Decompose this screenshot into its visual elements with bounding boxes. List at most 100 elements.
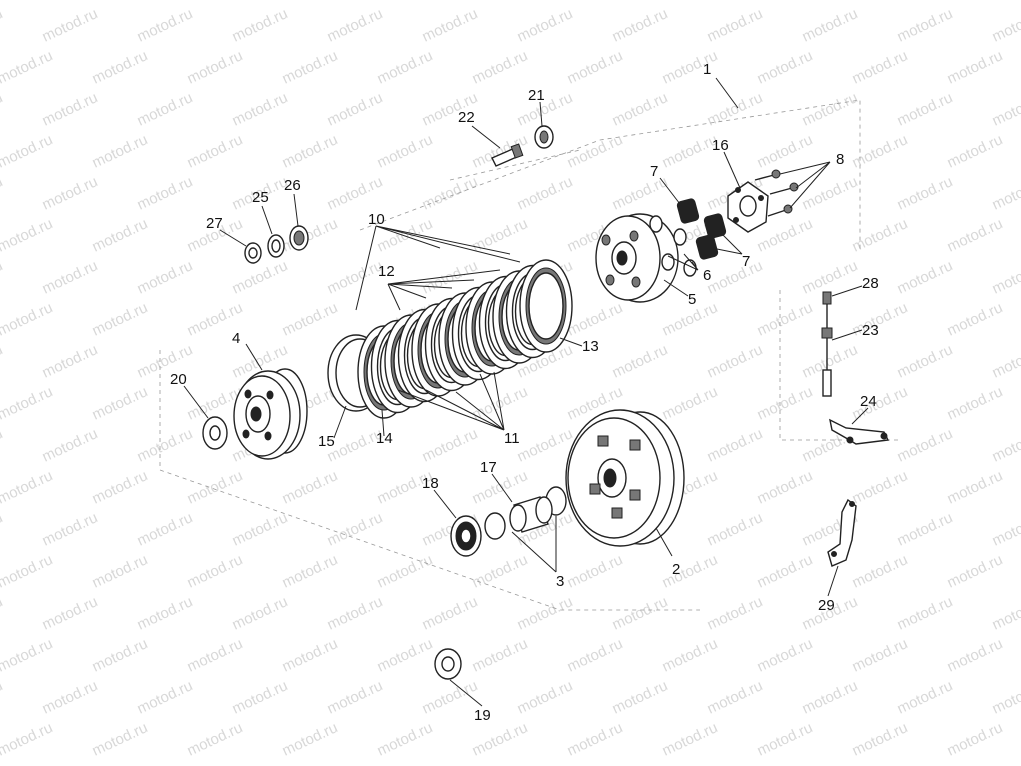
part-27-washer[interactable] bbox=[244, 242, 262, 264]
watermark-text: motod.ru bbox=[945, 131, 1006, 171]
callout-23: 23 bbox=[862, 322, 879, 339]
watermark-text: motod.ru bbox=[325, 173, 386, 213]
watermark-text: motod.ru bbox=[0, 719, 55, 759]
watermark-text: motod.ru bbox=[990, 509, 1021, 549]
watermark-text: motod.ru bbox=[800, 677, 861, 717]
part-18-needle-bearing[interactable] bbox=[450, 515, 482, 557]
watermark-text: motod.ru bbox=[135, 677, 196, 717]
clutch-plate-stack[interactable] bbox=[357, 259, 573, 419]
watermark-text: motod.ru bbox=[565, 551, 626, 591]
watermark-text: motod.ru bbox=[895, 425, 956, 465]
watermark-text: motod.ru bbox=[420, 593, 481, 633]
callout-26: 26 bbox=[284, 177, 301, 194]
watermark-text: motod.ru bbox=[705, 509, 766, 549]
watermark-text: motod.ru bbox=[610, 677, 671, 717]
watermark-text: motod.ru bbox=[990, 593, 1021, 633]
watermark-text: motod.ru bbox=[565, 719, 626, 759]
watermark-text: motod.ru bbox=[945, 719, 1006, 759]
watermark-text: motod.ru bbox=[135, 425, 196, 465]
watermark-text: motod.ru bbox=[40, 341, 101, 381]
part-2-clutch-basket[interactable] bbox=[565, 409, 685, 547]
watermark-text: motod.ru bbox=[705, 761, 766, 766]
part-25-washer[interactable] bbox=[267, 234, 285, 258]
watermark-text: motod.ru bbox=[280, 719, 341, 759]
watermark-text: motod.ru bbox=[850, 47, 911, 87]
watermark-text: motod.ru bbox=[895, 5, 956, 45]
watermark-text: motod.ru bbox=[0, 761, 5, 766]
watermark-text: motod.ru bbox=[40, 425, 101, 465]
watermark-text: motod.ru bbox=[565, 47, 626, 87]
watermark-text: motod.ru bbox=[660, 635, 721, 675]
watermark-text: motod.ru bbox=[90, 467, 151, 507]
watermark-text: motod.ru bbox=[850, 299, 911, 339]
callout-11: 11 bbox=[504, 430, 520, 447]
watermark-text: motod.ru bbox=[0, 0, 55, 4]
watermark-text: motod.ru bbox=[800, 89, 861, 129]
watermark-text: motod.ru bbox=[325, 593, 386, 633]
watermark-text: motod.ru bbox=[280, 635, 341, 675]
part-5-pressure-plate[interactable] bbox=[595, 213, 679, 303]
watermark-text: motod.ru bbox=[90, 47, 151, 87]
watermark-text: motod.ru bbox=[470, 635, 531, 675]
watermark-text: motod.ru bbox=[135, 89, 196, 129]
watermark-text: motod.ru bbox=[420, 5, 481, 45]
watermark-text: motod.ru bbox=[660, 719, 721, 759]
watermark-text: motod.ru bbox=[375, 551, 436, 591]
watermark-text: motod.ru bbox=[895, 761, 956, 766]
watermark-text: motod.ru bbox=[90, 719, 151, 759]
callout-3: 3 bbox=[556, 573, 564, 590]
watermark-text: motod.ru bbox=[515, 5, 576, 45]
callout-5: 5 bbox=[688, 291, 696, 308]
watermark-text: motod.ru bbox=[800, 173, 861, 213]
part-16-spring-retainer[interactable] bbox=[727, 181, 769, 233]
leader-lines bbox=[183, 77, 869, 707]
watermark-text: motod.ru bbox=[515, 593, 576, 633]
watermark-text: motod.ru bbox=[280, 299, 341, 339]
part-17-sleeve[interactable] bbox=[509, 496, 553, 533]
watermark-text: motod.ru bbox=[705, 257, 766, 297]
part-21-seal[interactable] bbox=[534, 125, 554, 149]
part-23-push-rod[interactable] bbox=[821, 304, 833, 397]
watermark-text: motod.ru bbox=[895, 341, 956, 381]
watermark-text: motod.ru bbox=[325, 677, 386, 717]
callout-15: 15 bbox=[318, 433, 335, 450]
watermark-text: motod.ru bbox=[895, 257, 956, 297]
watermark-text: motod.ru bbox=[470, 383, 531, 423]
callout-13: 13 bbox=[582, 338, 599, 355]
watermark-text: motod.ru bbox=[230, 677, 291, 717]
watermark-text: motod.ru bbox=[325, 761, 386, 766]
assembly-guides bbox=[159, 99, 900, 611]
watermark-text: motod.ru bbox=[945, 0, 1006, 4]
part-8-bolts[interactable] bbox=[754, 169, 799, 217]
callout-labels: 1 2 3 4 5 6 7 7 8 10 11 12 13 14 15 16 1… bbox=[170, 61, 879, 724]
watermark-text: motod.ru bbox=[0, 425, 5, 465]
watermark-text: motod.ru bbox=[185, 551, 246, 591]
watermark-text: motod.ru bbox=[755, 299, 816, 339]
part-4-inner-hub[interactable] bbox=[233, 368, 308, 460]
part-26-bearing[interactable] bbox=[289, 225, 309, 251]
watermark-text: motod.ru bbox=[325, 509, 386, 549]
part-20-washer[interactable] bbox=[202, 416, 228, 450]
part-19-washer[interactable] bbox=[434, 648, 462, 680]
watermark-text: motod.ru bbox=[990, 257, 1021, 297]
part-22-adjuster-bolt[interactable] bbox=[491, 143, 524, 167]
watermark-text: motod.ru bbox=[230, 5, 291, 45]
watermark-text: motod.ru bbox=[185, 131, 246, 171]
watermark-text: motod.ru bbox=[185, 467, 246, 507]
watermark-text: motod.ru bbox=[90, 635, 151, 675]
watermark-text: motod.ru bbox=[565, 0, 626, 4]
watermark-text: motod.ru bbox=[755, 47, 816, 87]
watermark-text: motod.ru bbox=[375, 0, 436, 4]
watermark-text: motod.ru bbox=[755, 635, 816, 675]
part-24-release-lever[interactable] bbox=[829, 418, 890, 445]
watermark-text: motod.ru bbox=[990, 89, 1021, 129]
part-29-bracket[interactable] bbox=[827, 498, 857, 567]
watermark-text: motod.ru bbox=[705, 425, 766, 465]
watermark-text: motod.ru bbox=[90, 0, 151, 4]
watermark-text: motod.ru bbox=[515, 173, 576, 213]
part-28-cable-end[interactable] bbox=[822, 291, 832, 305]
watermark-text: motod.ru bbox=[515, 425, 576, 465]
watermark-text: motod.ru bbox=[0, 593, 5, 633]
watermark-text: motod.ru bbox=[325, 89, 386, 129]
